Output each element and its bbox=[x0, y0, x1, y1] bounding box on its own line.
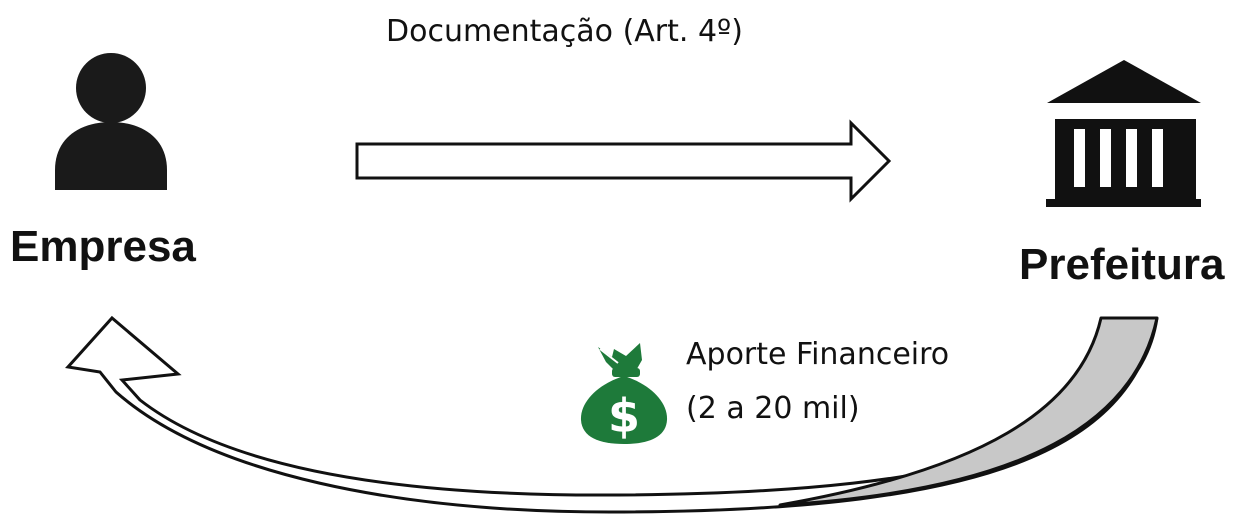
documentation-arrow bbox=[355, 119, 892, 203]
svg-text:$: $ bbox=[608, 389, 640, 443]
person-icon bbox=[55, 53, 167, 190]
funding-label-line1: Aporte Financeiro bbox=[686, 337, 950, 372]
documentation-label: Documentação (Art. 4º) bbox=[386, 14, 743, 49]
funding-label-line2: (2 a 20 mil) bbox=[686, 391, 860, 426]
funding-arrow-shade bbox=[778, 316, 1159, 507]
prefeitura-label: Prefeitura bbox=[1019, 240, 1225, 289]
money-bag-icon: $ bbox=[580, 343, 668, 444]
empresa-label: Empresa bbox=[10, 222, 196, 271]
government-building-icon bbox=[1046, 60, 1201, 207]
